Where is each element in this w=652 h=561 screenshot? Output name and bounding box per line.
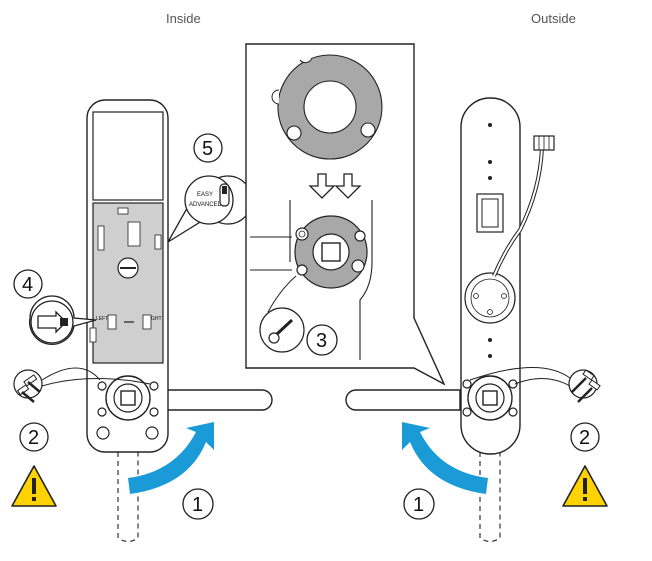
warning-icon-left (11, 465, 57, 507)
outside-lever (345, 389, 461, 411)
rotate-arrow-right-icon (402, 422, 488, 494)
svg-text:2: 2 (579, 427, 590, 449)
callout-4-bubble (28, 295, 97, 346)
callout-1-right: 1 (403, 488, 435, 520)
inside-assembly: LEFT RIGHT (86, 99, 273, 543)
svg-text:4: 4 (22, 274, 33, 296)
hand-pointer-icon (37, 310, 67, 334)
inside-lever (159, 389, 273, 411)
switch-advanced-label: ADVANCED (189, 202, 223, 208)
callout-5: 5 (193, 133, 223, 163)
down-arrow-icon (308, 173, 336, 199)
inside-screws-icon (13, 367, 151, 403)
svg-text:5: 5 (202, 138, 213, 160)
svg-text:1: 1 (192, 494, 203, 516)
outside-screws-icon (469, 367, 601, 403)
callout-1-left: 1 (182, 488, 214, 520)
callout-3: 3 (306, 324, 338, 356)
handing-left-label: LEFT (96, 316, 108, 322)
svg-text:3: 3 (316, 330, 327, 352)
svg-text:2: 2 (28, 427, 39, 449)
inside-label: Inside (166, 11, 201, 26)
outside-spindle (479, 452, 501, 543)
warning-icon-right (562, 465, 608, 507)
callout-5-bubble: EASY ADVANCED (167, 175, 253, 243)
handing-right-label: RIGHT (146, 316, 162, 322)
rotate-arrow-left-icon (128, 422, 214, 494)
detail-panel (245, 43, 446, 386)
callout-2-left: 2 (19, 422, 49, 452)
callout-4: 4 (13, 269, 43, 299)
screw-icon (268, 318, 294, 344)
inside-battery-window (92, 111, 164, 201)
inside-spindle (117, 452, 139, 543)
switch-easy-label: EASY (197, 192, 213, 198)
svg-text:1: 1 (413, 494, 424, 516)
outside-label: Outside (531, 11, 576, 26)
outside-assembly (345, 97, 555, 543)
callout-2-right: 2 (570, 422, 600, 452)
